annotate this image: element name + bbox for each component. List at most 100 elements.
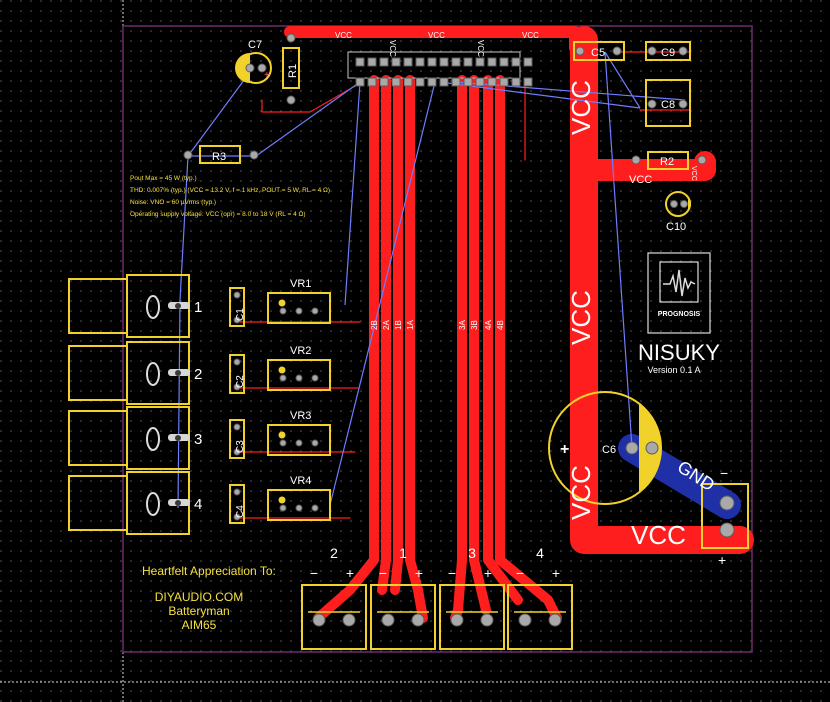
bus-label: 1B (394, 320, 403, 330)
header-pad (391, 57, 401, 67)
output-minus: − (379, 565, 387, 581)
spec-line-4: Operating supply voltage: VCC (opr) = 8.… (130, 211, 306, 218)
c7-capacitor[interactable]: + C7 (235, 39, 272, 84)
c5-capacitor[interactable]: C5 (573, 41, 625, 61)
header-pad (391, 77, 401, 87)
output-minus: − (310, 565, 318, 581)
output-plus: + (346, 565, 354, 581)
bus-label: 4A (484, 320, 493, 330)
output-connector-2[interactable]: 2− + (301, 545, 367, 650)
header-pad (355, 77, 365, 87)
prognosis-logo: PROGNOSIS (647, 252, 711, 334)
r2-resistor[interactable]: R2 (631, 151, 707, 170)
header-pad (463, 77, 473, 87)
header-pad (523, 57, 533, 67)
header-pad (415, 57, 425, 67)
c8-label: C8 (661, 99, 675, 111)
svg-text:+: + (264, 70, 270, 81)
vcc-label-bottom: VCC (631, 520, 686, 550)
header-pad (403, 57, 413, 67)
logo-text: PROGNOSIS (658, 311, 701, 318)
coupling-cap-outline (229, 484, 245, 524)
vr-outline (267, 489, 331, 521)
power-connector[interactable]: − + (701, 465, 749, 568)
output-minus: − (516, 565, 524, 581)
header-pad (487, 77, 497, 87)
power-minus: − (720, 465, 728, 481)
header-pad (451, 57, 461, 67)
credit-name-1: DIYAUDIO.COM (155, 590, 243, 604)
c10-capacitor[interactable]: C10 (665, 191, 692, 233)
header-pad (487, 57, 497, 67)
header-pad (475, 57, 485, 67)
header-pad (427, 57, 437, 67)
output-connector-1[interactable]: 1−+ (370, 545, 436, 650)
spec-line-3: Noise: VNO = 60 µVrms (typ.) (130, 199, 216, 206)
header-pad (499, 77, 509, 87)
coupling-cap-label: C1 (235, 308, 246, 321)
output-plus: + (552, 565, 560, 581)
vr-outline (267, 359, 331, 391)
vr-label: VR4 (290, 475, 311, 487)
power-plus: + (718, 552, 726, 568)
header-pad (367, 77, 377, 87)
header-pad (439, 57, 449, 67)
coupling-cap-label: C3 (235, 440, 246, 453)
header-vcc-label: VCC (428, 31, 445, 40)
board-title: NISUKY (638, 340, 720, 365)
vcc-label-top: VCC (566, 80, 596, 135)
output-plus: + (484, 565, 492, 581)
output-outline (507, 584, 573, 650)
coupling-cap-outline (229, 419, 245, 459)
header-pad (451, 77, 461, 87)
coupling-cap-label: C4 (235, 505, 246, 518)
header-pad (475, 77, 485, 87)
header-pad (379, 77, 389, 87)
output-connector-4[interactable]: 4−+ (507, 545, 573, 650)
header-pad (427, 77, 437, 87)
bus-label: 2A (382, 320, 391, 330)
bus-label: 2B (370, 320, 379, 330)
output-outline (301, 584, 367, 650)
output-number: 2 (330, 545, 338, 561)
c5-label: C5 (591, 47, 605, 59)
c8-capacitor[interactable]: C8 (645, 79, 691, 127)
board-version: Version 0.1 A (647, 365, 700, 375)
vr-label: VR2 (290, 345, 311, 357)
c6-capacitor[interactable]: + C6 (548, 391, 662, 505)
header-pad (379, 57, 389, 67)
output-outline (439, 584, 505, 650)
channel-number: 3 (194, 431, 202, 448)
channel-number: 4 (194, 496, 202, 513)
header-vcc-label: VCC (388, 40, 397, 57)
header-pad (403, 77, 413, 87)
output-number: 3 (468, 545, 476, 561)
spec-line-1: Pout Max = 45 W (typ.) (130, 175, 197, 182)
c9-capacitor[interactable]: C9 (645, 41, 691, 61)
output-connector-3[interactable]: 3− + (439, 545, 505, 650)
r1-resistor[interactable]: R1 (282, 33, 300, 105)
header-pad (463, 57, 473, 67)
r3-resistor[interactable]: R3 (183, 145, 259, 164)
vr-outline (267, 292, 331, 324)
header-pad (511, 77, 521, 87)
channel-number: 2 (194, 366, 202, 383)
header-vcc-label: VCC (522, 31, 539, 40)
specs-text: Pout Max = 45 W (typ.) THD: 0.007% (typ.… (130, 175, 330, 218)
spec-line-2: THD: 0.007% (typ.) (VCC = 13.2 V, f = 1 … (130, 187, 330, 194)
header-pad (355, 57, 365, 67)
output-minus: − (448, 565, 456, 581)
credits-heading: Heartfelt Appreciation To: (142, 564, 276, 578)
header-pad (439, 77, 449, 87)
header-pad (367, 57, 377, 67)
header-pad (499, 57, 509, 67)
vr-label: VR1 (290, 278, 311, 290)
header-connector[interactable] (347, 51, 533, 87)
vcc-label-mid: VCC (566, 290, 596, 345)
vcc-label-low: VCC (566, 465, 596, 520)
